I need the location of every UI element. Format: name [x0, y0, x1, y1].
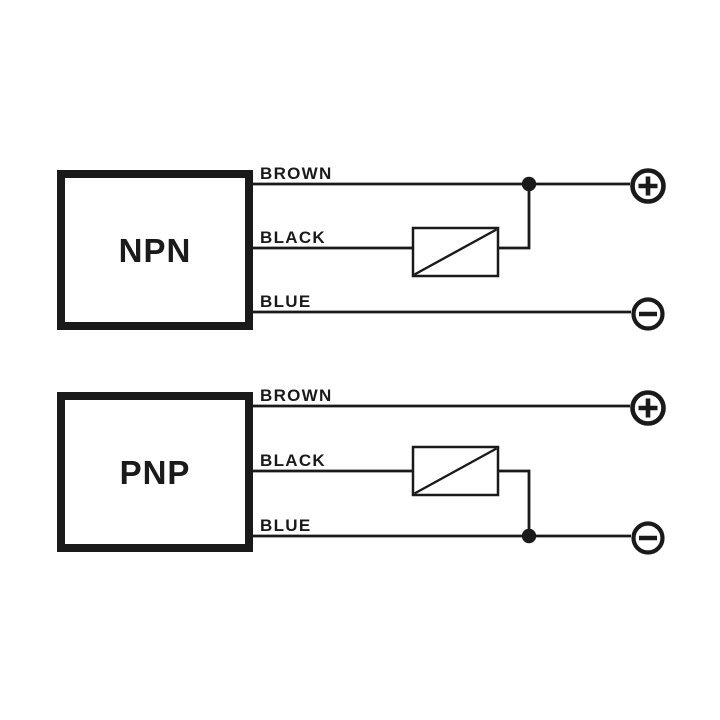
wire-label-blue-npn: BLUE — [260, 292, 311, 311]
wire-label-brown-pnp: BROWN — [260, 386, 333, 405]
junction-dot-npn — [521, 176, 537, 192]
wire-label-black-npn: BLACK — [260, 228, 326, 247]
wire-label-blue-pnp: BLUE — [260, 516, 311, 535]
load-connector-npn — [497, 184, 531, 250]
plus-terminal-icon-npn — [638, 176, 658, 196]
device-box-npn — [57, 170, 253, 330]
wire-label-brown-npn: BROWN — [260, 164, 333, 183]
load-diagonal-npn — [413, 228, 498, 276]
plus-terminal-icon-pnp — [638, 398, 658, 418]
wire-label-black-pnp: BLACK — [260, 451, 326, 470]
circuit-pnp: PNP BROWN BLACK BLUE — [57, 386, 666, 555]
circuit-npn: NPN BROWN BLACK BLUE — [57, 164, 666, 331]
load-diagonal-pnp — [413, 447, 498, 495]
device-label-pnp: PNP — [120, 454, 191, 491]
device-label-npn: NPN — [119, 232, 192, 269]
device-box-pnp — [57, 392, 253, 552]
load-connector-pnp — [497, 469, 531, 536]
